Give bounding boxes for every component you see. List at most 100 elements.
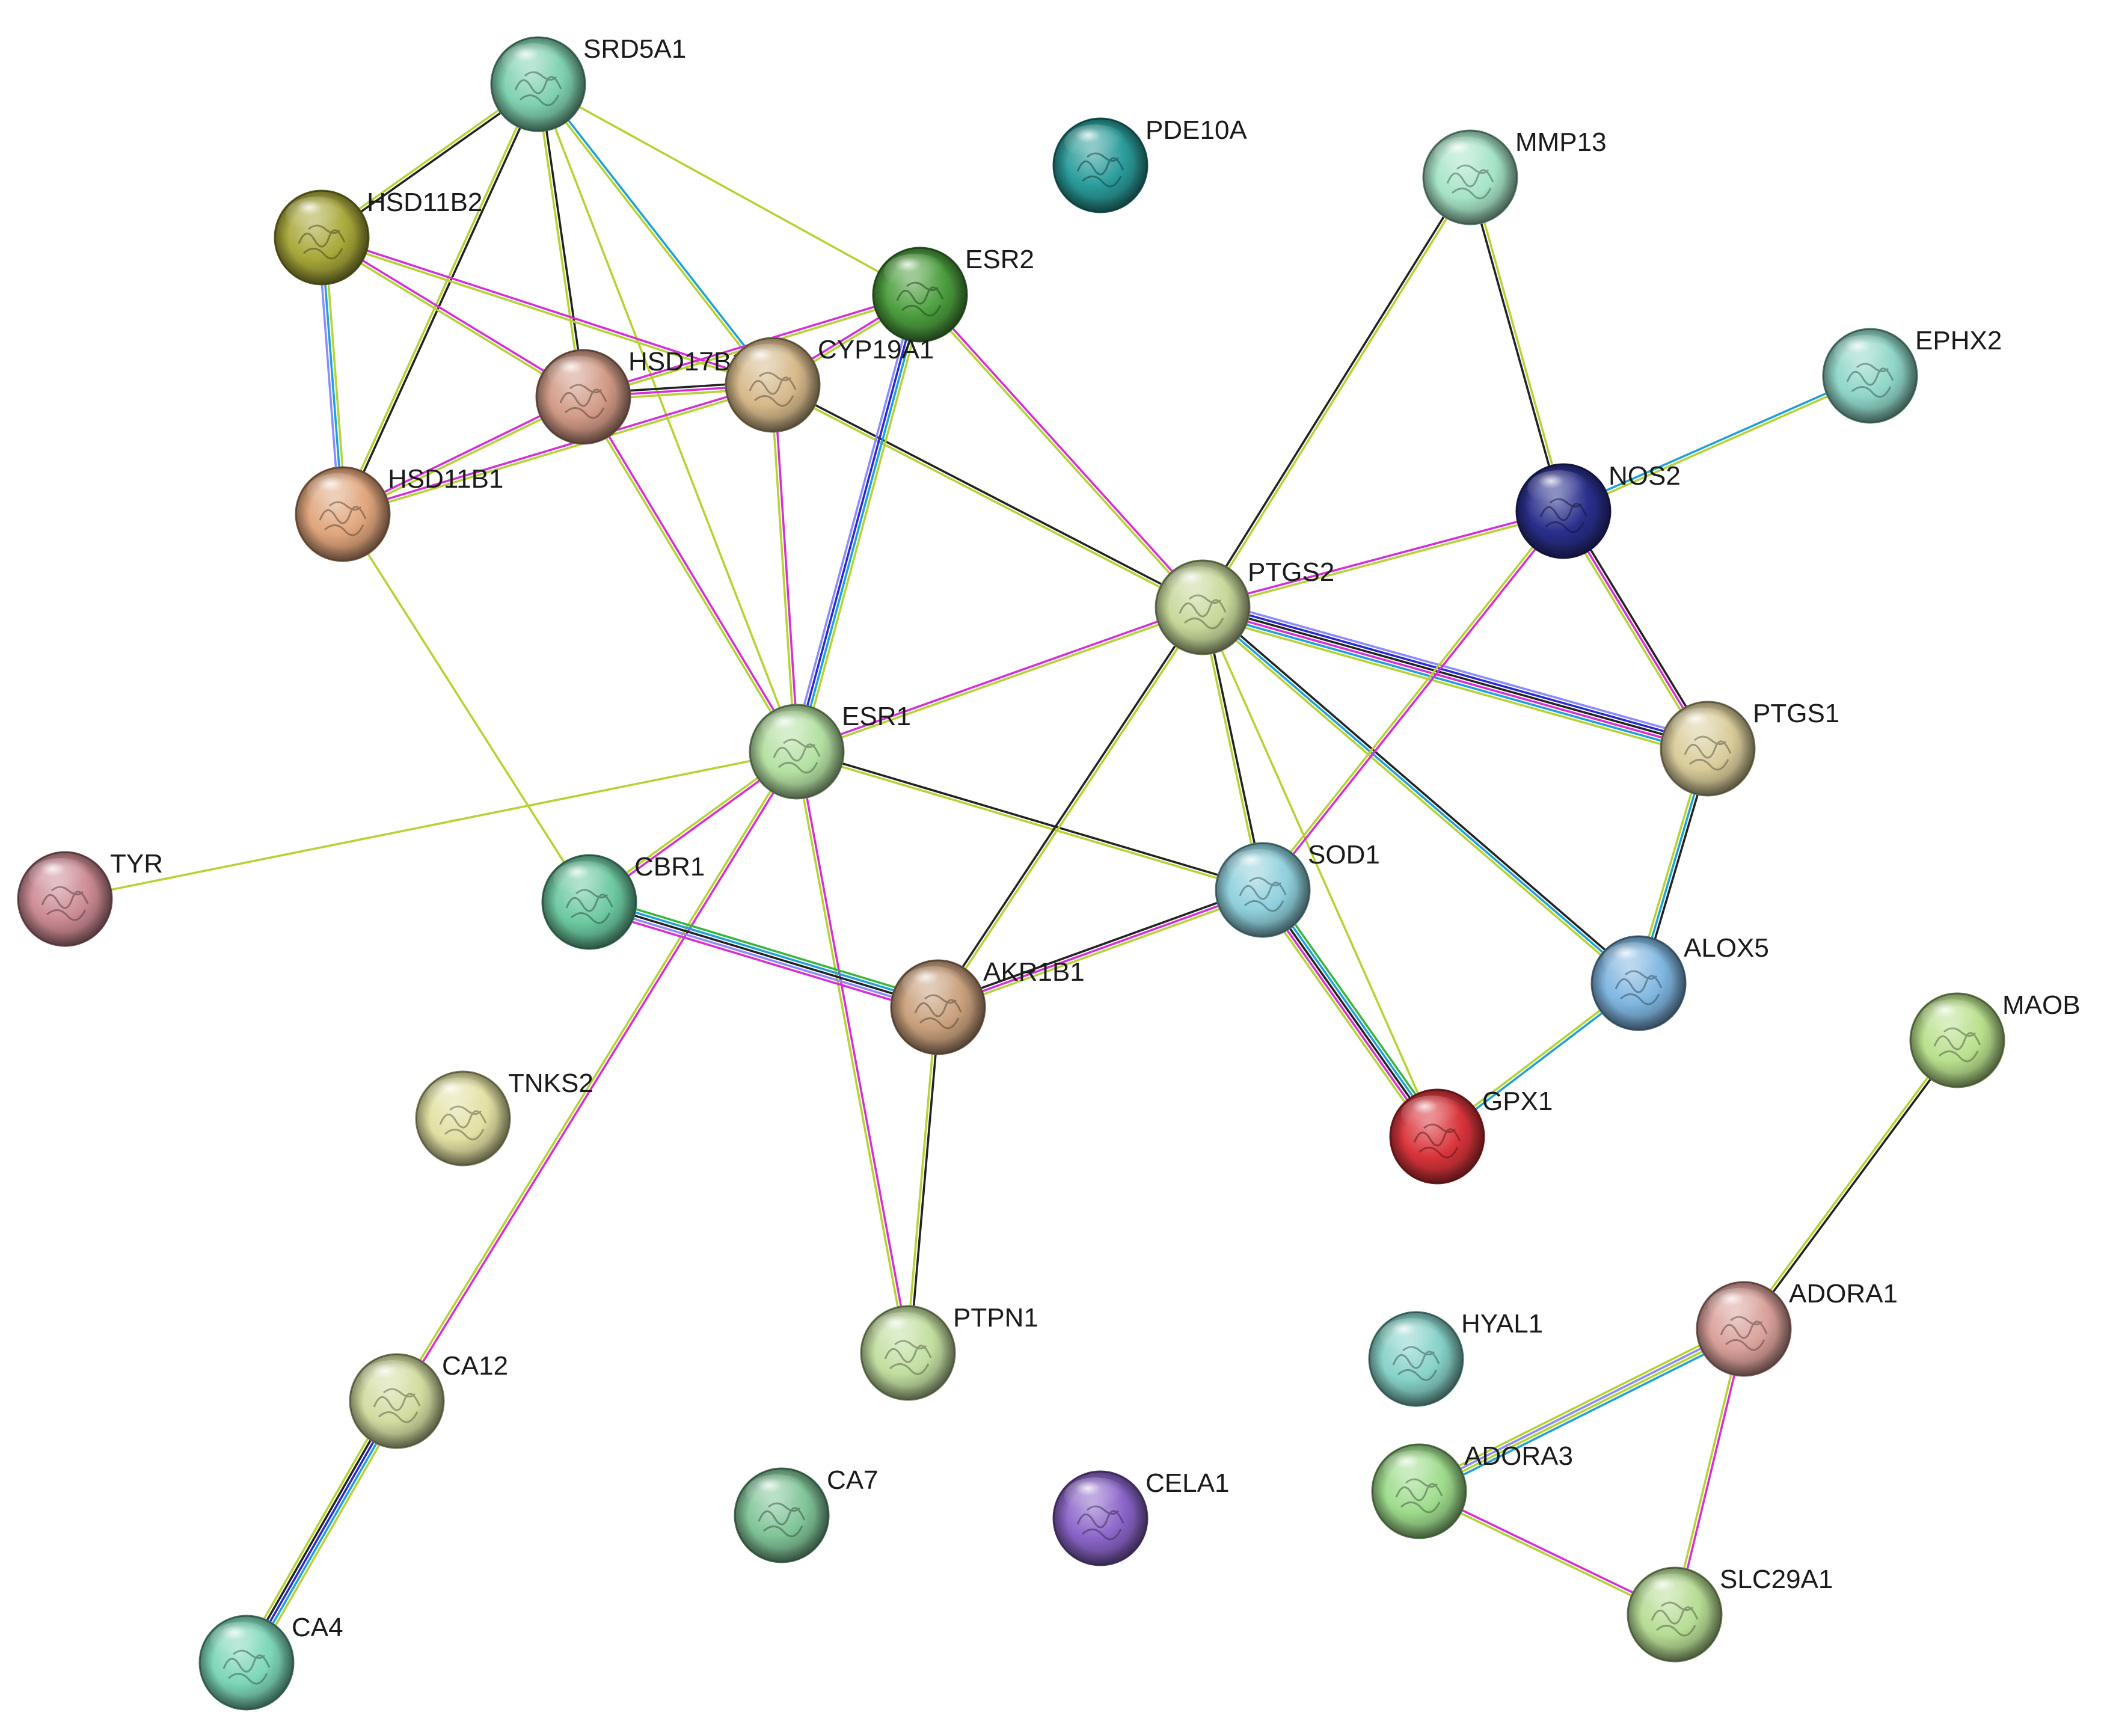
edge-evidence-line xyxy=(1260,509,1563,890)
edge-ptgs2-sod1[interactable] xyxy=(1200,607,1266,891)
edge-esr2-ptgs2[interactable] xyxy=(918,292,1205,610)
node-mmp13[interactable]: MMP13 xyxy=(1422,127,1607,225)
node-esr2[interactable]: ESR2 xyxy=(872,245,1034,343)
node-highlight xyxy=(872,1312,934,1348)
edge-evidence-line xyxy=(1263,511,1566,892)
edge-hsd17b1-esr1[interactable] xyxy=(581,395,799,753)
edge-ptgs2-mmp13[interactable] xyxy=(1200,176,1473,609)
edge-ptgs2-gpx1[interactable] xyxy=(1201,607,1438,1137)
node-highlight xyxy=(746,1474,808,1511)
node-ptgs1[interactable]: PTGS1 xyxy=(1660,699,1839,797)
edge-srd5a1-cyp19a1[interactable] xyxy=(536,82,775,387)
node-slc29a1[interactable]: SLC29A1 xyxy=(1627,1565,1833,1663)
edge-hsd11b2-cyp19a1[interactable] xyxy=(320,235,774,388)
edge-evidence-line xyxy=(794,293,920,752)
node-maob[interactable]: MAOB xyxy=(1909,990,2081,1088)
edge-nos2-ephx2[interactable] xyxy=(1562,373,1871,514)
node-ptpn1[interactable]: PTPN1 xyxy=(860,1303,1038,1401)
edge-nos2-mmp13[interactable] xyxy=(1467,176,1566,512)
edge-evidence-line xyxy=(538,82,775,385)
edge-cyp19a1-ptgs2[interactable] xyxy=(771,382,1204,610)
node-label: HSD17B1 xyxy=(628,347,746,376)
node-hsd11b1[interactable]: HSD11B1 xyxy=(295,464,503,562)
edge-evidence-line xyxy=(583,395,799,752)
edge-evidence-line xyxy=(1201,606,1640,984)
node-akr1b1[interactable]: AKR1B1 xyxy=(890,957,1085,1055)
edge-ptgs2-alox5[interactable] xyxy=(1200,604,1642,987)
edge-evidence-line xyxy=(342,382,773,514)
node-cela1[interactable]: CELA1 xyxy=(1052,1468,1229,1566)
edge-akr1b1-sod1[interactable] xyxy=(936,886,1265,1011)
edge-evidence-line xyxy=(937,889,1263,1008)
edge-evidence-line xyxy=(538,83,921,296)
edge-evidence-line xyxy=(343,385,774,517)
edge-esr1-ptgs2[interactable] xyxy=(796,604,1204,755)
node-label: CA7 xyxy=(827,1465,879,1495)
node-pde10a[interactable]: PDE10A xyxy=(1052,115,1247,213)
node-ca7[interactable]: CA7 xyxy=(734,1465,879,1563)
edge-hsd11b1-cbr1[interactable] xyxy=(342,514,590,903)
node-highlight xyxy=(307,473,369,509)
node-esr1[interactable]: ESR1 xyxy=(749,702,911,800)
node-ca4[interactable]: CA4 xyxy=(198,1613,343,1711)
edge-cbr1-akr1b1[interactable] xyxy=(587,894,940,1015)
node-hsd17b1[interactable]: HSD17B1 xyxy=(535,347,746,445)
node-label: PDE10A xyxy=(1146,115,1247,145)
node-cyp19a1[interactable]: CYP19A1 xyxy=(725,335,934,433)
node-highlight xyxy=(884,254,946,290)
edge-evidence-line xyxy=(1201,607,1708,752)
node-ca12[interactable]: CA12 xyxy=(349,1351,508,1449)
node-tyr[interactable]: TYR xyxy=(17,849,163,947)
edge-esr1-sod1[interactable] xyxy=(796,749,1264,893)
edge-evidence-line xyxy=(791,293,916,751)
node-hyal1[interactable]: HYAL1 xyxy=(1368,1309,1543,1407)
node-ptgs2[interactable]: PTGS2 xyxy=(1155,557,1334,655)
node-sod1[interactable]: SOD1 xyxy=(1215,840,1380,938)
node-ephx2[interactable]: EPHX2 xyxy=(1822,326,2002,424)
edge-akr1b1-ptgs2[interactable] xyxy=(936,606,1205,1009)
edge-esr1-ca12[interactable] xyxy=(394,750,799,1403)
node-label: PTGS1 xyxy=(1753,699,1839,728)
node-highlight xyxy=(1380,1318,1443,1354)
edge-evidence-line xyxy=(1562,373,1870,511)
node-label: ALOX5 xyxy=(1684,933,1769,963)
edge-evidence-line xyxy=(320,238,773,388)
node-highlight xyxy=(1672,708,1734,744)
edge-esr2-esr1[interactable] xyxy=(791,293,926,753)
node-label: ADORA3 xyxy=(1464,1441,1573,1471)
edge-ptgs2-nos2[interactable] xyxy=(1201,508,1565,610)
edge-adora1-adora3[interactable] xyxy=(1416,1323,1747,1497)
edge-akr1b1-ptpn1[interactable] xyxy=(905,1007,941,1354)
edge-hsd11b2-hsd17b1[interactable] xyxy=(320,235,585,399)
node-nos2[interactable]: NOS2 xyxy=(1515,461,1681,559)
edge-sod1-gpx1[interactable] xyxy=(1256,885,1444,1141)
edge-nos2-sod1[interactable] xyxy=(1260,509,1566,892)
node-adora1[interactable]: ADORA1 xyxy=(1696,1279,1898,1377)
edge-esr1-tyr[interactable] xyxy=(64,750,797,900)
edge-srd5a1-hsd17b1[interactable] xyxy=(535,84,586,397)
node-hsd11b2[interactable]: HSD11B2 xyxy=(274,188,482,286)
edge-evidence-line xyxy=(1201,611,1707,755)
node-highlight xyxy=(553,861,616,897)
node-tnks2[interactable]: TNKS2 xyxy=(415,1069,593,1167)
edge-srd5a1-esr2[interactable] xyxy=(538,83,921,296)
node-gpx1[interactable]: GPX1 xyxy=(1389,1087,1553,1185)
edge-evidence-line xyxy=(771,385,1203,610)
node-label: CBR1 xyxy=(634,852,705,882)
edge-evidence-line xyxy=(1256,893,1433,1141)
edge-ptgs2-ptgs1[interactable] xyxy=(1200,598,1711,758)
node-highlight xyxy=(1834,335,1897,371)
node-srd5a1[interactable]: SRD5A1 xyxy=(490,34,686,132)
edge-hsd11b1-cyp19a1[interactable] xyxy=(342,382,774,517)
edge-ca12-ca4[interactable] xyxy=(239,1397,404,1667)
edge-evidence-line xyxy=(1203,177,1473,609)
edge-esr1-ptpn1[interactable] xyxy=(794,751,911,1354)
node-adora3[interactable]: ADORA3 xyxy=(1371,1441,1573,1539)
edge-srd5a1-hsd11b1[interactable] xyxy=(340,83,541,515)
edge-cyp19a1-esr1[interactable] xyxy=(770,384,800,752)
edge-maob-adora1[interactable] xyxy=(1741,1038,1960,1331)
edge-adora1-slc29a1[interactable] xyxy=(1672,1328,1747,1616)
edge-evidence-line xyxy=(590,898,940,1005)
node-cbr1[interactable]: CBR1 xyxy=(541,852,705,950)
node-alox5[interactable]: ALOX5 xyxy=(1590,933,1769,1031)
